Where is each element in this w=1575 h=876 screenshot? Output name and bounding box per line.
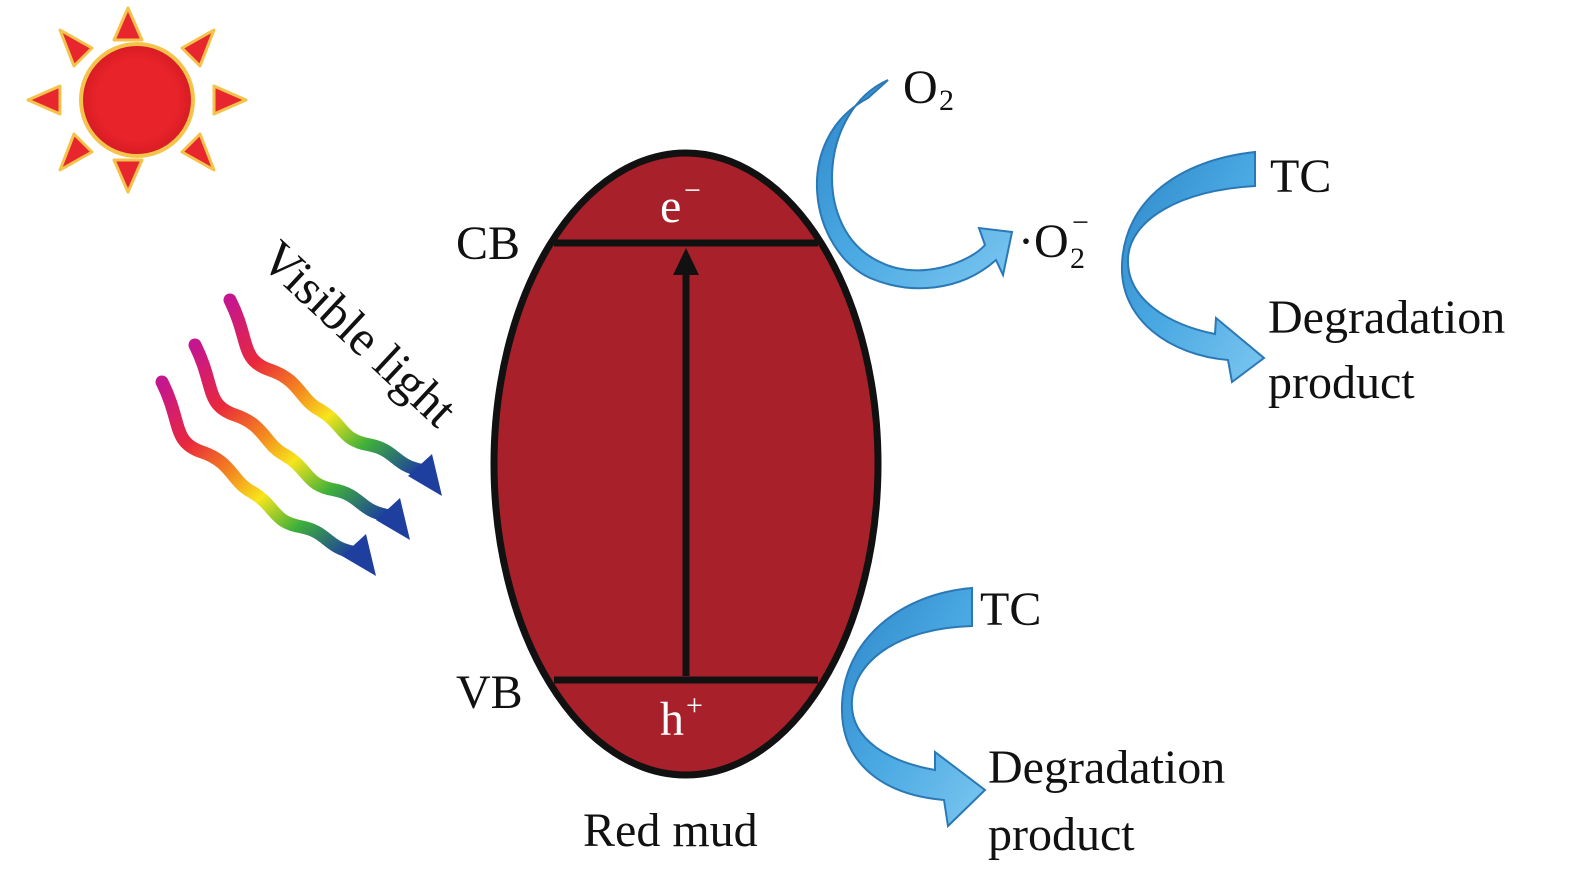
tc-degradation-arrow-upper: [1120, 150, 1266, 384]
red-mud-particle: [490, 149, 882, 779]
tc-label-upper: TC: [1270, 150, 1331, 203]
superoxide-label: ·O: [1018, 215, 1069, 268]
sun-icon: [26, 6, 248, 194]
excitation-arrowhead: [673, 248, 699, 275]
product-label-upper: product: [1268, 356, 1415, 409]
light-waves-icon: [155, 293, 442, 576]
superoxide-charge: −: [1072, 206, 1089, 239]
tc-degradation-arrow-lower: [840, 586, 987, 829]
o2-label: O: [903, 61, 938, 114]
tc-label-lower: TC: [980, 583, 1041, 636]
vb-label: VB: [456, 666, 523, 719]
product-label-lower: product: [988, 808, 1135, 861]
electron-label: e: [660, 180, 681, 233]
red-mud-label: Red mud: [583, 804, 758, 857]
cb-label: CB: [456, 217, 520, 270]
degradation-label-upper: Degradation: [1268, 291, 1505, 344]
o2-subscript: 2: [939, 84, 954, 117]
electron-charge: −: [684, 174, 701, 207]
hole-charge: +: [686, 689, 703, 722]
visible-light-label: Visible light: [250, 229, 468, 438]
o2-reduction-arrow: [815, 79, 1014, 290]
hole-label: h: [660, 693, 684, 746]
superoxide-subscript: 2: [1070, 242, 1085, 275]
degradation-label-lower: Degradation: [988, 741, 1225, 794]
